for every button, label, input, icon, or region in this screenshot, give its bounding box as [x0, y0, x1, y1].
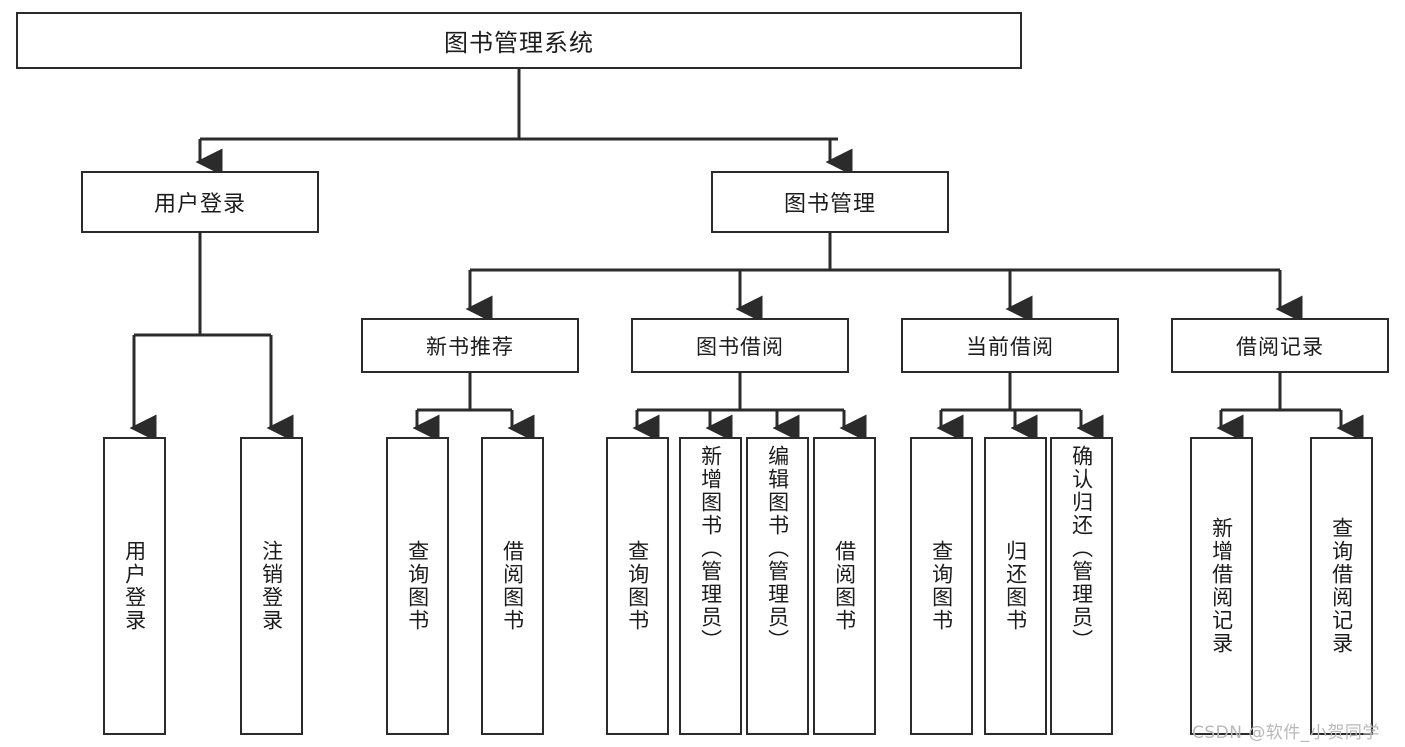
- leaf-query-book[interactable]: 查询图书: [606, 437, 669, 735]
- leaf-label: 查询借阅记录: [1329, 517, 1354, 655]
- leaf-label: 确认归还（管理员）: [1069, 445, 1094, 652]
- node-book-management[interactable]: 图书管理: [711, 171, 949, 233]
- node-label: 图书管理: [783, 192, 876, 217]
- node-label: 借阅记录: [1236, 334, 1324, 359]
- leaf-edit-book-admin[interactable]: 编辑图书（管理员）: [746, 437, 809, 735]
- leaf-label: 借阅图书: [500, 540, 525, 632]
- leaf-borrow-book[interactable]: 借阅图书: [813, 437, 876, 735]
- leaf-query-book-current[interactable]: 查询图书: [910, 437, 973, 735]
- leaf-confirm-return-admin[interactable]: 确认归还（管理员）: [1050, 437, 1113, 735]
- node-label: 图书借阅: [696, 334, 784, 359]
- leaf-label: 查询图书: [929, 540, 954, 632]
- node-book-borrow[interactable]: 图书借阅: [631, 318, 849, 373]
- node-borrow-record[interactable]: 借阅记录: [1171, 318, 1389, 373]
- leaf-query-book-recommend[interactable]: 查询图书: [386, 437, 449, 735]
- leaf-label: 新增图书（管理员）: [698, 445, 723, 652]
- leaf-label: 查询图书: [625, 540, 650, 632]
- leaf-label: 查询图书: [405, 540, 430, 632]
- node-user-login[interactable]: 用户登录: [81, 171, 319, 233]
- node-label: 图书管理系统: [444, 29, 594, 57]
- leaf-add-book-admin[interactable]: 新增图书（管理员）: [679, 437, 742, 735]
- leaf-label: 新增借阅记录: [1209, 517, 1234, 655]
- node-current-borrow[interactable]: 当前借阅: [901, 318, 1119, 373]
- node-label: 当前借阅: [966, 334, 1054, 359]
- node-label: 用户登录: [153, 192, 246, 217]
- leaf-label: 归还图书: [1003, 540, 1028, 632]
- leaf-label: 编辑图书（管理员）: [765, 445, 790, 652]
- leaf-label: 注销登录: [259, 540, 284, 632]
- leaf-user-login[interactable]: 用户登录: [103, 437, 166, 735]
- node-new-book-recommend[interactable]: 新书推荐: [361, 318, 579, 373]
- leaf-return-book[interactable]: 归还图书: [984, 437, 1047, 735]
- node-label: 新书推荐: [426, 334, 514, 359]
- csdn-watermark: CSDN @软件_小贺同学: [1192, 723, 1380, 743]
- leaf-logout[interactable]: 注销登录: [240, 437, 303, 735]
- leaf-label: 用户登录: [122, 540, 147, 632]
- leaf-label: 借阅图书: [832, 540, 857, 632]
- node-root-system[interactable]: 图书管理系统: [16, 12, 1022, 69]
- leaf-add-borrow-record[interactable]: 新增借阅记录: [1190, 437, 1253, 735]
- leaf-borrow-book-recommend[interactable]: 借阅图书: [481, 437, 544, 735]
- leaf-query-borrow-record[interactable]: 查询借阅记录: [1310, 437, 1373, 735]
